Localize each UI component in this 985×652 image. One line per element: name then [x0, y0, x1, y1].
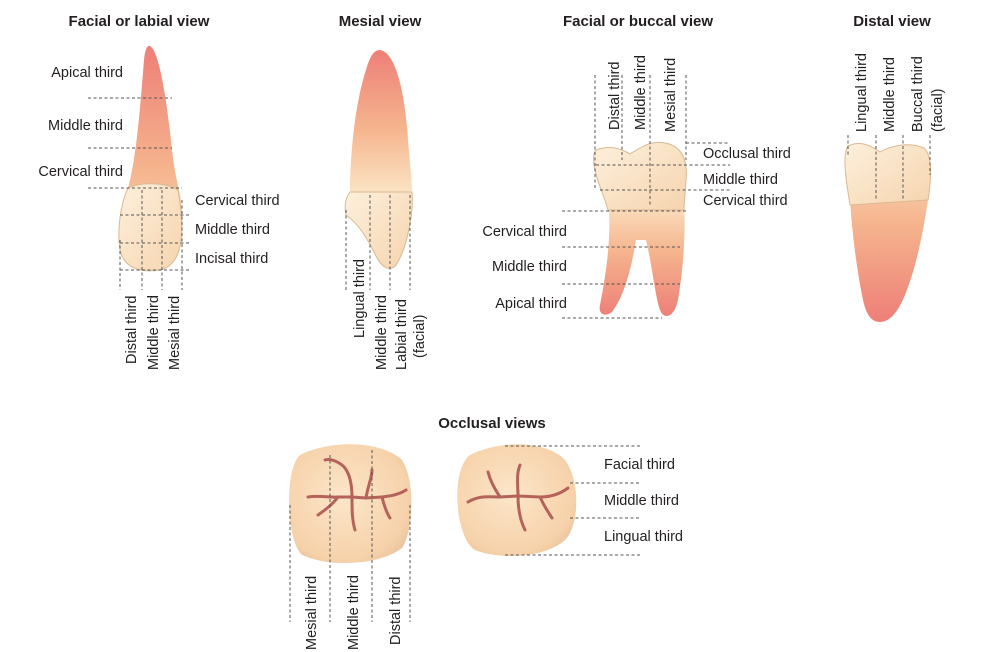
- buccal-distal-third-label: Distal third: [607, 62, 623, 131]
- mesial-labial-third-label: Labial third: [394, 299, 410, 370]
- incisor-root-middle-third-label: Middle third: [48, 118, 123, 134]
- title-distal-view: Distal view: [853, 13, 931, 30]
- molar-occlusal-tooth-icon: [288, 444, 412, 564]
- buccal-crown-cervical-third-label: Cervical third: [703, 193, 788, 209]
- occlusal-middle-third-right-label: Middle third: [604, 493, 679, 509]
- buccal-occlusal-third-label: Occlusal third: [703, 146, 791, 162]
- incisor-root-cervical-third-label: Cervical third: [38, 164, 123, 180]
- occlusal-middle-third-bottom-label: Middle third: [346, 575, 362, 650]
- incisor-facial-guides: [88, 97, 190, 290]
- incisor-facial-tooth-icon: [118, 45, 183, 272]
- occlusal-lingual-third-label: Lingual third: [604, 529, 683, 545]
- distal-middle-third-label: Middle third: [882, 57, 898, 132]
- incisor-apical-third-label: Apical third: [51, 65, 123, 81]
- molar-distal-tooth-icon: [844, 143, 932, 322]
- buccal-crown-middle-third-label: Middle third: [703, 172, 778, 188]
- buccal-root-middle-third-label: Middle third: [492, 259, 567, 275]
- title-facial-labial-view: Facial or labial view: [69, 13, 210, 30]
- distal-buccal-third-label: Buccal third: [910, 56, 926, 132]
- occlusal-facial-third-label: Facial third: [604, 457, 675, 473]
- molar-distal-guides: [847, 135, 931, 200]
- distal-facial-note-label: (facial): [930, 88, 946, 132]
- molar-buccal-guides: [562, 75, 730, 319]
- incisor-mesial-guides: [345, 195, 411, 290]
- incisor-mesial-third-label: Mesial third: [167, 296, 183, 370]
- mesial-lingual-third-label: Lingual third: [352, 259, 368, 338]
- incisor-distal-third-label: Distal third: [124, 296, 140, 365]
- incisor-middle-third-label: Middle third: [146, 295, 162, 370]
- buccal-apical-third-label: Apical third: [495, 296, 567, 312]
- title-facial-buccal-view: Facial or buccal view: [563, 13, 713, 30]
- buccal-root-cervical-third-label: Cervical third: [482, 224, 567, 240]
- buccal-middle-third-label: Middle third: [633, 55, 649, 130]
- incisor-crown-cervical-third-label: Cervical third: [195, 193, 280, 209]
- title-mesial-view: Mesial view: [339, 13, 422, 30]
- incisor-crown-middle-third-label: Middle third: [195, 222, 270, 238]
- occlusal-distal-third-label: Distal third: [388, 577, 404, 646]
- molar-buccal-tooth-icon: [593, 141, 687, 316]
- buccal-mesial-third-label: Mesial third: [663, 58, 679, 132]
- occlusal-mesial-third-label: Mesial third: [304, 576, 320, 650]
- mesial-facial-note-label: (facial): [412, 314, 428, 358]
- title-occlusal-views: Occlusal views: [438, 415, 546, 432]
- occlusal-right-guides: [505, 445, 640, 556]
- occlusal-bottom-guides: [289, 450, 411, 622]
- distal-lingual-third-label: Lingual third: [854, 53, 870, 132]
- incisor-mesial-tooth-icon: [344, 50, 413, 269]
- premolar-occlusal-tooth-icon: [457, 444, 577, 556]
- incisor-incisal-third-label: Incisal third: [195, 251, 268, 267]
- mesial-middle-third-label: Middle third: [374, 295, 390, 370]
